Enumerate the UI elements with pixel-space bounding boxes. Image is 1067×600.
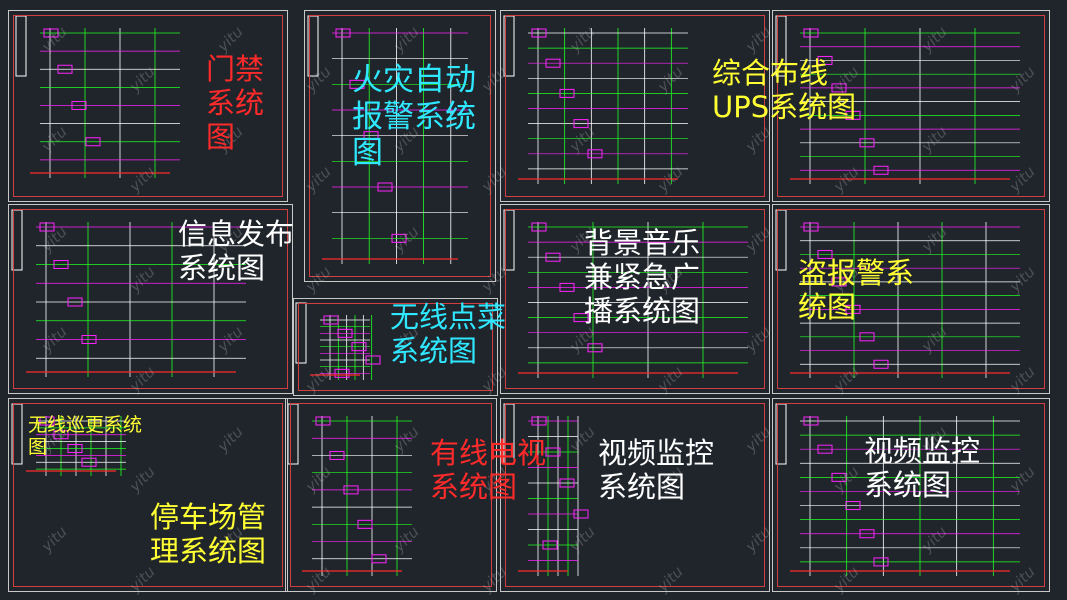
schematic-block [67,444,83,453]
schematic-block [71,101,87,110]
label-wireless-patrol: 无线巡更系统图 [28,414,143,459]
label-video-monitor-2: 视频监控系统图 [864,434,981,503]
schematic-block [531,416,547,426]
schematic-block [329,450,345,460]
schematic-block [545,58,561,68]
schematic-block [337,328,353,338]
sheet-wireless-patrol[interactable] [8,398,288,592]
sheet-anti-theft-alarm[interactable] [772,204,1050,394]
schematic-block [559,478,575,488]
label-anti-theft-alarm: 盗报警系统图 [798,256,915,325]
schematic-block [287,403,299,465]
schematic-block [845,110,861,120]
schematic-block [323,315,339,325]
schematic-block [371,554,387,564]
schematic-block [85,137,101,147]
schematic-block [817,249,833,259]
schematic-block [503,15,515,77]
schematic-block [39,416,55,426]
schematic-block [67,297,83,307]
schematic-block [503,209,515,271]
schematic-block [11,403,23,465]
schematic-block [803,222,819,232]
schematic-block [803,416,819,426]
schematic-block [573,119,589,129]
schematic-block [335,28,351,38]
label-wireless-ordering: 无线点菜系统图 [390,300,507,369]
schematic-block [531,28,547,38]
sheet-cabling-ups[interactable] [500,10,770,202]
sheet-wireless-ordering[interactable] [293,298,498,396]
schematic-block [831,83,847,93]
schematic-block [859,332,875,342]
schematic-block [573,509,589,519]
schematic-block [545,252,561,262]
sheet-fire-alarm[interactable] [304,10,496,282]
label-cable-tv: 有线电视系统图 [430,436,547,505]
sheet-video-monitor-1[interactable] [500,398,770,592]
schematic-block [775,15,787,77]
schematic-block [873,557,889,567]
schematic-block [349,79,365,89]
schematic-block [357,519,373,529]
sheet-info-release[interactable] [8,204,293,394]
schematic-block [817,55,833,65]
schematic-block [573,313,589,323]
schematic-block [81,457,97,467]
schematic-block [365,355,381,365]
schematic-block [307,15,319,77]
schematic-block [351,342,367,352]
schematic-block [542,540,558,550]
schematic-block [334,368,350,378]
schematic-block [503,403,515,465]
schematic-block [377,182,393,192]
schematic-block [775,209,787,271]
label-parking-mgmt: 停车场管理系统图 [150,500,267,569]
schematic-block [775,403,787,465]
label-video-monitor-1: 视频监控系统图 [598,436,715,505]
schematic-block [363,131,379,141]
schematic-block [545,447,561,457]
schematic-block [831,472,847,482]
label-info-release: 信息发布系统图 [178,217,295,286]
schematic-block [531,222,547,232]
schematic-block [43,28,59,38]
schematic-block [15,15,27,77]
label-fire-alarm: 火灾自动报警系统图 [352,62,476,172]
schematic-block [559,282,575,292]
schematic-block [845,501,861,511]
schematic-block [81,335,97,344]
schematic-block [817,444,833,454]
schematic-block [53,430,69,440]
schematic-block [831,277,847,287]
schematic-block [873,165,889,175]
schematic-block [873,359,889,369]
label-access-control: 门禁系统图 [206,52,265,155]
schematic-block [859,529,875,539]
sheet-cabling-ups-2[interactable] [772,10,1050,202]
sheet-video-monitor-2[interactable] [772,398,1050,592]
schematic-block [859,138,875,148]
schematic-block [315,416,331,426]
sheet-access-control[interactable] [8,10,288,202]
schematic-block [11,209,23,271]
sheet-cable-tv[interactable] [285,398,497,592]
schematic-block [39,222,55,232]
label-background-music: 背景音乐兼紧急广播系统图 [584,226,701,329]
schematic-block [587,343,603,353]
sheet-background-music[interactable] [500,204,770,394]
schematic-block [845,304,861,314]
schematic-block [53,260,69,269]
schematic-block [559,88,575,98]
schematic-block [57,64,73,74]
schematic-block [587,149,603,159]
schematic-block [803,28,819,38]
schematic-block [391,233,407,243]
schematic-block [343,485,359,495]
